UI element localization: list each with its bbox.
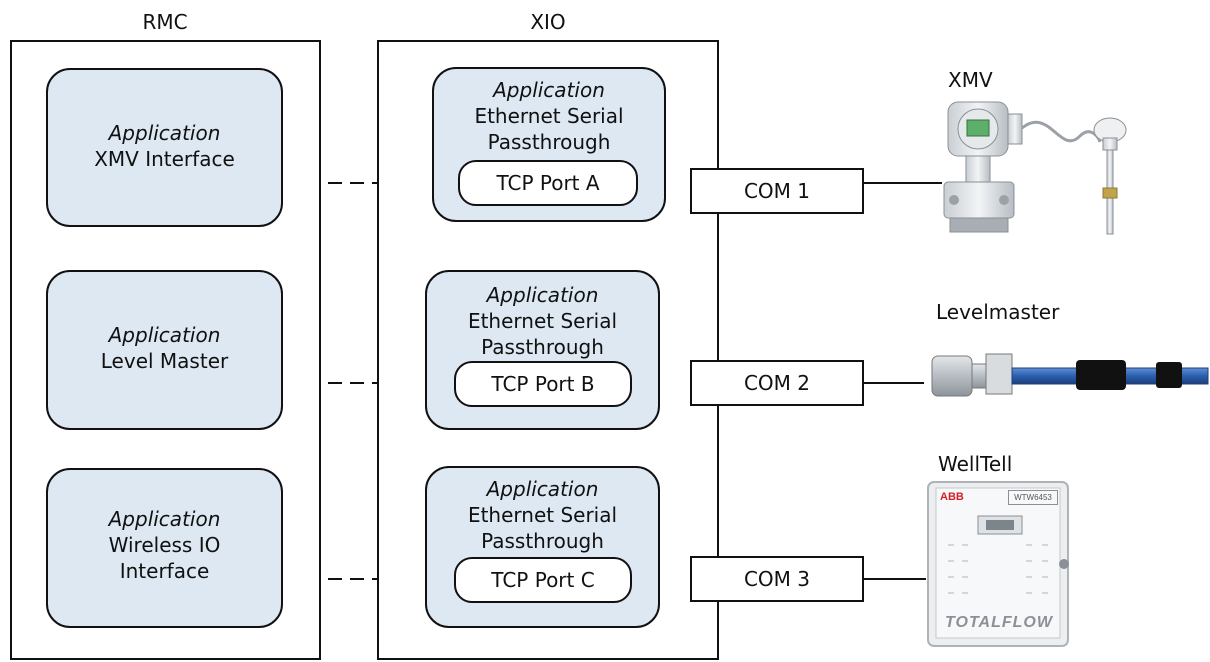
app-name: Ethernet Serial (467, 503, 618, 527)
app-name-line2: Passthrough (481, 529, 604, 553)
rmc-app-xmv: Application XMV Interface (46, 68, 283, 227)
app-type-label: Application (108, 507, 221, 531)
app-name: XMV Interface (94, 147, 235, 171)
xio-app-c: Application Ethernet Serial Passthrough (425, 466, 660, 628)
tcp-port-b: TCP Port B (454, 361, 632, 407)
levelmaster-label: Levelmaster (936, 300, 1060, 324)
app-name-line2: Passthrough (487, 130, 611, 154)
com-2: COM 2 (690, 360, 864, 406)
tcp-port-c: TCP Port C (454, 557, 632, 603)
com-1: COM 1 (690, 168, 864, 214)
app-name-line2: Passthrough (481, 335, 604, 359)
rmc-app-wireless-io: Application Wireless IO Interface (46, 468, 283, 628)
app-type-label: Application (486, 283, 599, 307)
app-name: Wireless IO (108, 533, 221, 557)
levelmaster-probe-image (931, 353, 1209, 397)
xmv-label: XMV (948, 68, 993, 92)
xio-title: XIO (530, 10, 566, 34)
abb-logo: ABB (940, 491, 964, 503)
app-type-label: Application (493, 78, 605, 102)
app-name-line2: Interface (119, 559, 210, 583)
app-type-label: Application (108, 121, 221, 145)
xmv-transmitter-image (943, 101, 1127, 235)
rmc-title: RMC (142, 10, 188, 34)
rmc-app-levelmaster: Application Level Master (46, 270, 283, 430)
welltell-enclosure-graphic (927, 481, 1069, 647)
app-type-label: Application (486, 477, 599, 501)
com-3: COM 3 (690, 556, 864, 602)
app-name: Ethernet Serial (474, 104, 624, 128)
tcp-port-a: TCP Port A (458, 160, 638, 206)
welltell-enclosure-image: ABB WTW6453 TOTALFLOW (926, 480, 1076, 650)
totalflow-logo: TOTALFLOW (945, 614, 1053, 631)
welltell-label: WellTell (938, 452, 1013, 476)
model-plate: WTW6453 (1008, 490, 1058, 505)
app-name: Level Master (100, 349, 229, 373)
app-name: Ethernet Serial (467, 309, 618, 333)
app-type-label: Application (108, 323, 221, 347)
